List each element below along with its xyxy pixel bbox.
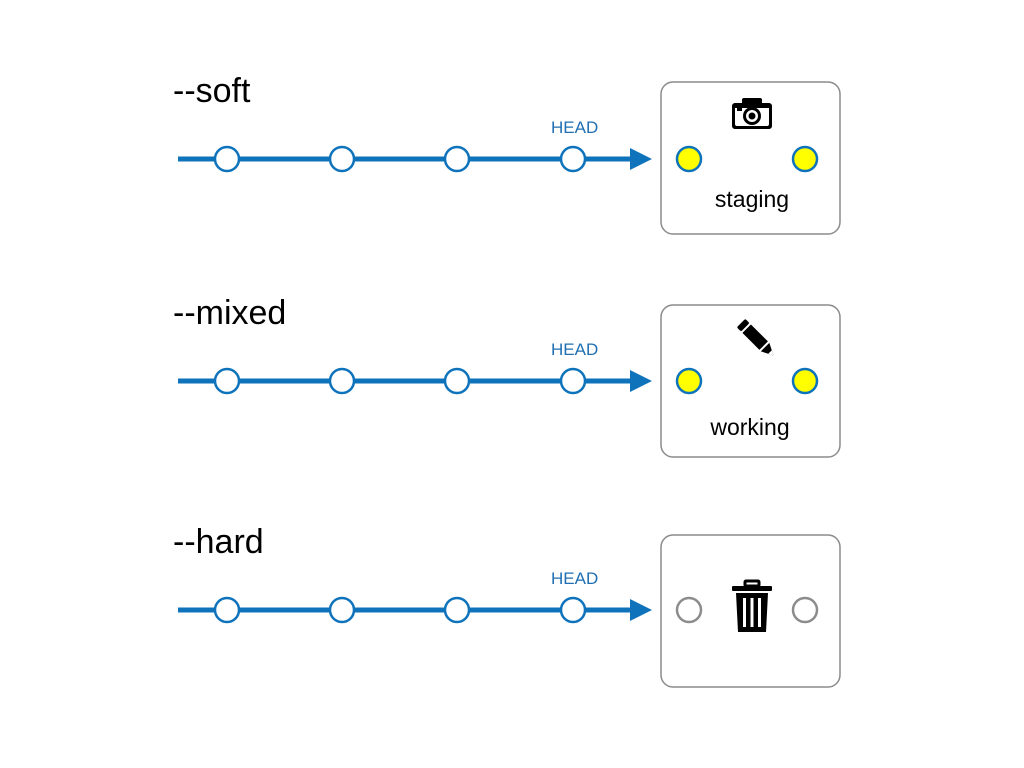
working-file-dot [675, 367, 703, 395]
mode-label-soft: --soft [173, 72, 251, 110]
discard-area-box [660, 534, 841, 688]
staging-area-box: staging [660, 81, 841, 235]
mode-label-mixed: --mixed [173, 294, 287, 332]
commit-node [213, 367, 241, 395]
head-label-mixed: HEAD [551, 340, 599, 359]
head-commit-node [559, 145, 587, 173]
commit-node [213, 596, 241, 624]
row-mixed: working [178, 304, 841, 458]
head-commit-node [559, 596, 587, 624]
staged-file-dot [791, 145, 819, 173]
working-file-dot [791, 367, 819, 395]
commit-node [443, 367, 471, 395]
commit-node [443, 596, 471, 624]
head-label-soft: HEAD [551, 118, 599, 137]
row-soft: staging [178, 81, 841, 235]
camera-icon [732, 98, 772, 129]
commit-node [328, 596, 356, 624]
mode-label-hard: --hard [173, 523, 264, 561]
area-box-frame [660, 304, 841, 458]
timeline-arrowhead [630, 599, 652, 621]
commit-timeline [178, 145, 652, 173]
discarded-file-dot [675, 596, 703, 624]
area-box-frame [660, 81, 841, 235]
staged-file-dot [675, 145, 703, 173]
commit-node [328, 145, 356, 173]
discarded-file-dot [791, 596, 819, 624]
commit-node [328, 367, 356, 395]
area-label-staging: staging [715, 186, 789, 212]
working-area-box: working [660, 304, 841, 458]
row-hard [178, 534, 841, 688]
commit-timeline [178, 367, 652, 395]
head-commit-node [559, 367, 587, 395]
timeline-arrowhead [630, 370, 652, 392]
timeline-arrowhead [630, 148, 652, 170]
trash-icon [732, 579, 772, 632]
commit-node [213, 145, 241, 173]
commit-node [443, 145, 471, 173]
head-label-hard: HEAD [551, 569, 599, 588]
commit-timeline [178, 596, 652, 624]
area-label-working: working [709, 414, 789, 440]
